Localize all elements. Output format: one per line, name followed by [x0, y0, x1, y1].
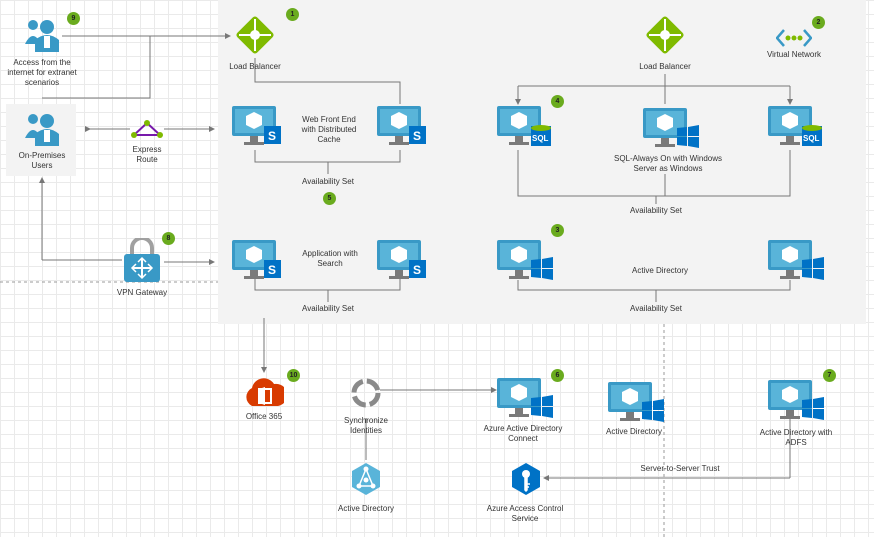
active-directory-label: Active Directory [631, 266, 688, 275]
vm-windows-icon [768, 240, 824, 280]
aad-connect-label: Azure Active Directory Connect [483, 424, 563, 443]
vm-windows-icon [608, 382, 664, 422]
office365-label: Office 365 [245, 412, 283, 421]
active-directory-label: Active Directory [337, 504, 394, 513]
extranet-users-label: Access from the internet for extranet sc… [7, 58, 77, 87]
vpn-gateway-label: VPN Gateway [116, 288, 168, 297]
vm-windows-icon [497, 378, 553, 418]
svg-text:S: S [268, 129, 276, 143]
vm-sharepoint-icon: S [232, 240, 281, 279]
svg-text:S: S [413, 263, 421, 277]
virtual-network-label: Virtual Network [766, 50, 822, 59]
svg-text:S: S [413, 129, 421, 143]
vm-windows-icon [643, 108, 699, 148]
step-badge: 2 [812, 16, 825, 29]
server-trust-label: Server-to-Server Trust [640, 464, 720, 473]
step-badge: 3 [551, 224, 564, 237]
web-front-end-label: Web Front End with Distributed Cache [301, 115, 357, 144]
acs-label: Azure Access Control Service [486, 504, 564, 523]
express-route-label: Express Route [132, 145, 162, 164]
load-balancer-icon [646, 16, 684, 54]
vm-sharepoint-icon: S [377, 240, 426, 279]
virtual-network-icon [776, 29, 812, 47]
load-balancer-icon [236, 16, 274, 54]
availability-set-label: Availability Set [302, 304, 354, 313]
availability-set-label: Availability Set [630, 206, 682, 215]
step-badge: 10 [287, 369, 300, 382]
vm-sql-icon: SQL [497, 106, 551, 146]
access-control-icon [512, 463, 540, 495]
vm-sharepoint-icon: S [232, 106, 281, 145]
vm-windows-icon [768, 380, 824, 420]
on-premises-users-icon [25, 114, 59, 146]
express-route-icon [131, 120, 163, 138]
vm-windows-icon [497, 240, 553, 280]
sql-always-on-label: SQL-Always On with Windows Server as Win… [613, 154, 723, 173]
vm-sql-icon: SQL [768, 106, 822, 146]
vpn-gateway-icon [124, 238, 160, 282]
svg-text:S: S [268, 263, 276, 277]
sync-identities-label: Synchronize Identities [343, 416, 389, 435]
step-badge: 6 [551, 369, 564, 382]
availability-set-label: Availability Set [630, 304, 682, 313]
svg-text:SQL: SQL [532, 134, 549, 143]
office365-icon [246, 378, 284, 406]
ad-adfs-label: Active Directory with ADFS [759, 428, 833, 447]
step-badge: 4 [551, 95, 564, 108]
active-directory-label: Active Directory [605, 427, 662, 436]
vm-sharepoint-icon: S [377, 106, 426, 145]
step-badge: 9 [67, 12, 80, 25]
sync-icon [351, 378, 381, 408]
on-premises-users-label: On-Premises Users [18, 151, 66, 170]
active-directory-icon [352, 463, 380, 495]
svg-text:SQL: SQL [803, 134, 820, 143]
step-badge: 8 [162, 232, 175, 245]
step-badge: 1 [286, 8, 299, 21]
load-balancer-label: Load Balancer [229, 62, 281, 71]
step-badge: 5 [323, 192, 336, 205]
availability-set-label: Availability Set [302, 177, 354, 186]
load-balancer-label: Load Balancer [639, 62, 691, 71]
step-badge: 7 [823, 369, 836, 382]
app-search-label: Application with Search [302, 249, 358, 268]
users-icon [25, 20, 59, 52]
